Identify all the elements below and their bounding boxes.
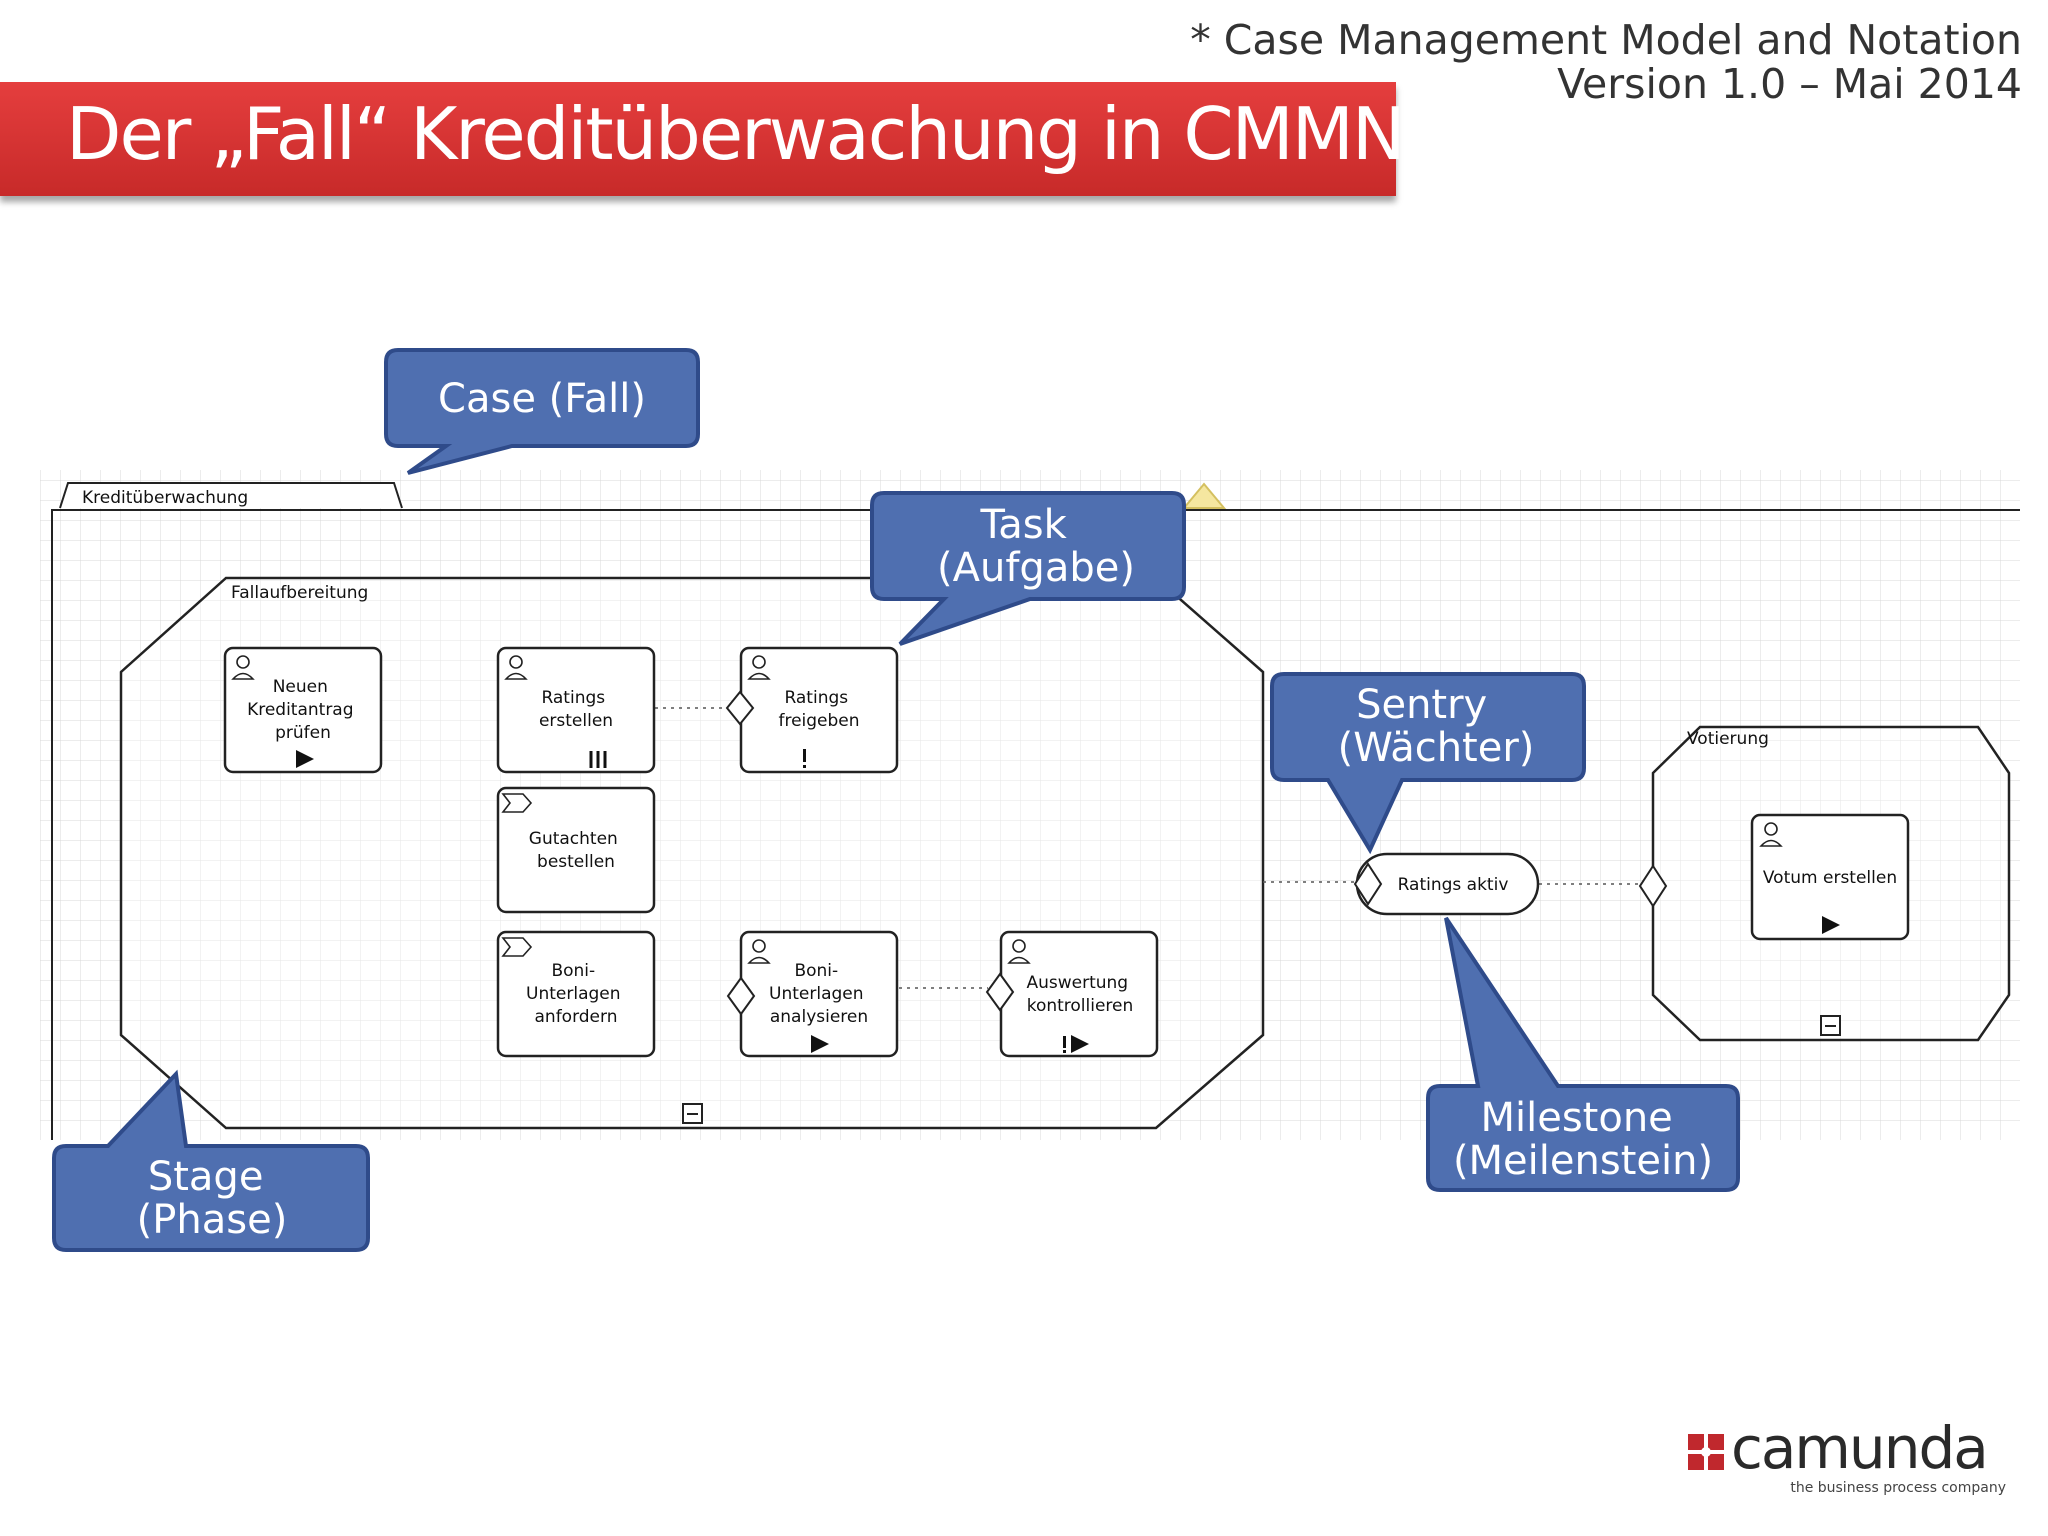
collapse-icon[interactable] <box>682 1103 703 1124</box>
task-label-line: kontrollieren <box>1027 996 1134 1016</box>
task-label-line: Unterlagen <box>769 984 864 1004</box>
entry-sentry-diamond[interactable] <box>985 972 1015 1012</box>
task-label-line: prüfen <box>275 723 331 743</box>
task-label-line: Unterlagen <box>526 984 621 1004</box>
svg-text:Neuen Kreditantrag: Neuen Kreditantrag prüfen <box>247 677 359 743</box>
task-label-line: Boni- <box>551 961 595 981</box>
task-votum-erstellen[interactable]: Votum erstellen <box>1750 813 1910 941</box>
stage-fallaufbereitung: Fallaufbereitung <box>119 576 1265 1130</box>
callout-stage-line: (Phase) <box>137 1197 288 1243</box>
svg-text:Ratings freigeben: Ratings freigeben <box>778 688 859 731</box>
task-label-line: Neuen <box>273 677 328 697</box>
footnote-line-2: Version 1.0 – Mai 2014 <box>1557 60 2022 108</box>
manual-activation-icon <box>1071 1035 1089 1053</box>
task-label-line: analysieren <box>770 1007 868 1027</box>
callout-milestone-line: Milestone <box>1480 1095 1672 1141</box>
task-gutachten-bestellen[interactable]: Gutachten bestellen <box>496 786 656 914</box>
callout-sentry-line: Sentry <box>1356 682 1487 728</box>
milestone-label: Ratings aktiv <box>1398 875 1509 895</box>
task-boni-unterlagen-anfordern[interactable]: Boni- Unterlagen anfordern <box>496 930 656 1058</box>
svg-text:Ratings erstellen: Ratings erstellen <box>539 688 613 731</box>
callout-task-line: Task <box>979 502 1067 548</box>
task-ratings-erstellen[interactable]: Ratings erstellen <box>496 646 656 774</box>
footnote-line-1: * Case Management Model and Notation <box>1190 16 2022 64</box>
logo-wordmark: camunda <box>1731 1414 1989 1482</box>
stage-fallaufbereitung-label: Fallaufbereitung <box>231 583 368 603</box>
entry-sentry-diamond[interactable] <box>726 976 756 1016</box>
svg-text:Auswertung kontrollieren: Auswertung kontrollieren <box>1026 973 1133 1016</box>
entry-sentry-diamond[interactable] <box>1353 862 1383 906</box>
manual-activation-icon <box>811 1035 829 1053</box>
svg-text:Boni- Unterlagen a: Boni- Unterlagen analysieren <box>769 961 869 1027</box>
task-auswertung-kontrollieren[interactable]: Auswertung kontrollieren <box>999 930 1159 1058</box>
task-label-line: bestellen <box>537 852 615 872</box>
callout-stage: Stage (Phase) <box>52 1069 370 1252</box>
task-boni-unterlagen-analysieren[interactable]: Boni- Unterlagen analysieren <box>739 930 899 1058</box>
repetition-icon <box>589 751 607 768</box>
collapse-icon[interactable] <box>1820 1015 1841 1036</box>
manual-activation-icon <box>1822 916 1840 934</box>
svg-text:Gutachten bestellen: Gutachten bestellen <box>529 829 623 872</box>
callout-milestone: Milestone (Meilenstein) <box>1426 916 1740 1192</box>
svg-text:Milestone (Meilenstein): Milestone (Meilenstein) <box>1453 1095 1713 1184</box>
task-label-line: Boni- <box>794 961 838 981</box>
svg-text:Sentry (Wächter): Sentry (Wächter) <box>1338 682 1535 771</box>
logo-tagline: the business process company <box>1790 1480 2006 1496</box>
svg-text:Case (Fall): Case (Fall) <box>438 376 646 422</box>
required-icon <box>1063 1036 1066 1053</box>
callout-milestone-line: (Meilenstein) <box>1453 1138 1713 1184</box>
slide-title: Der „Fall“ Kreditüberwachung in CMMN* <box>66 92 1440 176</box>
manual-activation-icon <box>296 750 314 768</box>
connectors <box>655 707 1640 989</box>
process-task-icon <box>501 937 533 957</box>
required-icon <box>803 749 806 768</box>
footnote: * Case Management Model and Notation Ver… <box>1190 18 2022 106</box>
task-neuen-kreditantrag-pruefen[interactable]: Neuen Kreditantrag prüfen <box>223 646 383 774</box>
svg-text:Boni- Unterlagen a: Boni- Unterlagen anfordern <box>526 961 626 1027</box>
callout-sentry-line: (Wächter) <box>1338 725 1535 771</box>
callout-task: Task (Aufgabe) <box>870 491 1186 646</box>
task-label-line: Auswertung <box>1026 973 1128 993</box>
case-plan-model: Kreditüberwachung <box>51 482 2020 1140</box>
svg-text:Stage (Phase): Stage (Phase) <box>137 1154 288 1243</box>
warning-triangle <box>1181 482 1227 509</box>
task-label-line: erstellen <box>539 711 613 731</box>
entry-sentry-diamond[interactable] <box>1638 864 1668 908</box>
case-plan-label: Kreditüberwachung <box>82 488 248 508</box>
task-label-line: Kreditantrag <box>247 700 353 720</box>
entry-sentry-diamond[interactable] <box>725 690 755 726</box>
camunda-logo: camunda the business process company <box>1686 1414 2006 1500</box>
title-bar: Der „Fall“ Kreditüberwachung in CMMN* <box>0 82 1440 196</box>
human-task-icon <box>747 939 771 964</box>
human-task-icon <box>1759 822 1783 847</box>
callout-case: Case (Fall) <box>384 348 700 475</box>
callout-stage-line: Stage <box>148 1154 264 1200</box>
task-label-line: Votum erstellen <box>1763 868 1897 888</box>
task-label-line: Ratings <box>541 688 605 708</box>
task-ratings-freigeben[interactable]: Ratings freigeben <box>739 646 899 774</box>
stage-votierung-label: Votierung <box>1687 729 1769 749</box>
milestone-ratings-aktiv[interactable]: Ratings aktiv <box>1355 852 1540 916</box>
human-task-icon <box>504 655 528 680</box>
callout-task-line: (Aufgabe) <box>937 545 1135 591</box>
human-task-icon <box>231 655 255 680</box>
task-label-line: anfordern <box>535 1007 618 1027</box>
human-task-icon <box>747 655 771 680</box>
svg-text:Task (Aufgabe): Task (Aufgabe) <box>937 502 1135 591</box>
task-label-line: Gutachten <box>529 829 618 849</box>
process-task-icon <box>501 793 533 813</box>
task-label-line: Ratings <box>784 688 848 708</box>
task-label-line: freigeben <box>778 711 859 731</box>
callout-case-text: Case (Fall) <box>438 376 646 422</box>
callout-sentry: Sentry (Wächter) <box>1270 672 1586 855</box>
camunda-logo-mark <box>1688 1434 1724 1470</box>
human-task-icon <box>1007 939 1031 964</box>
